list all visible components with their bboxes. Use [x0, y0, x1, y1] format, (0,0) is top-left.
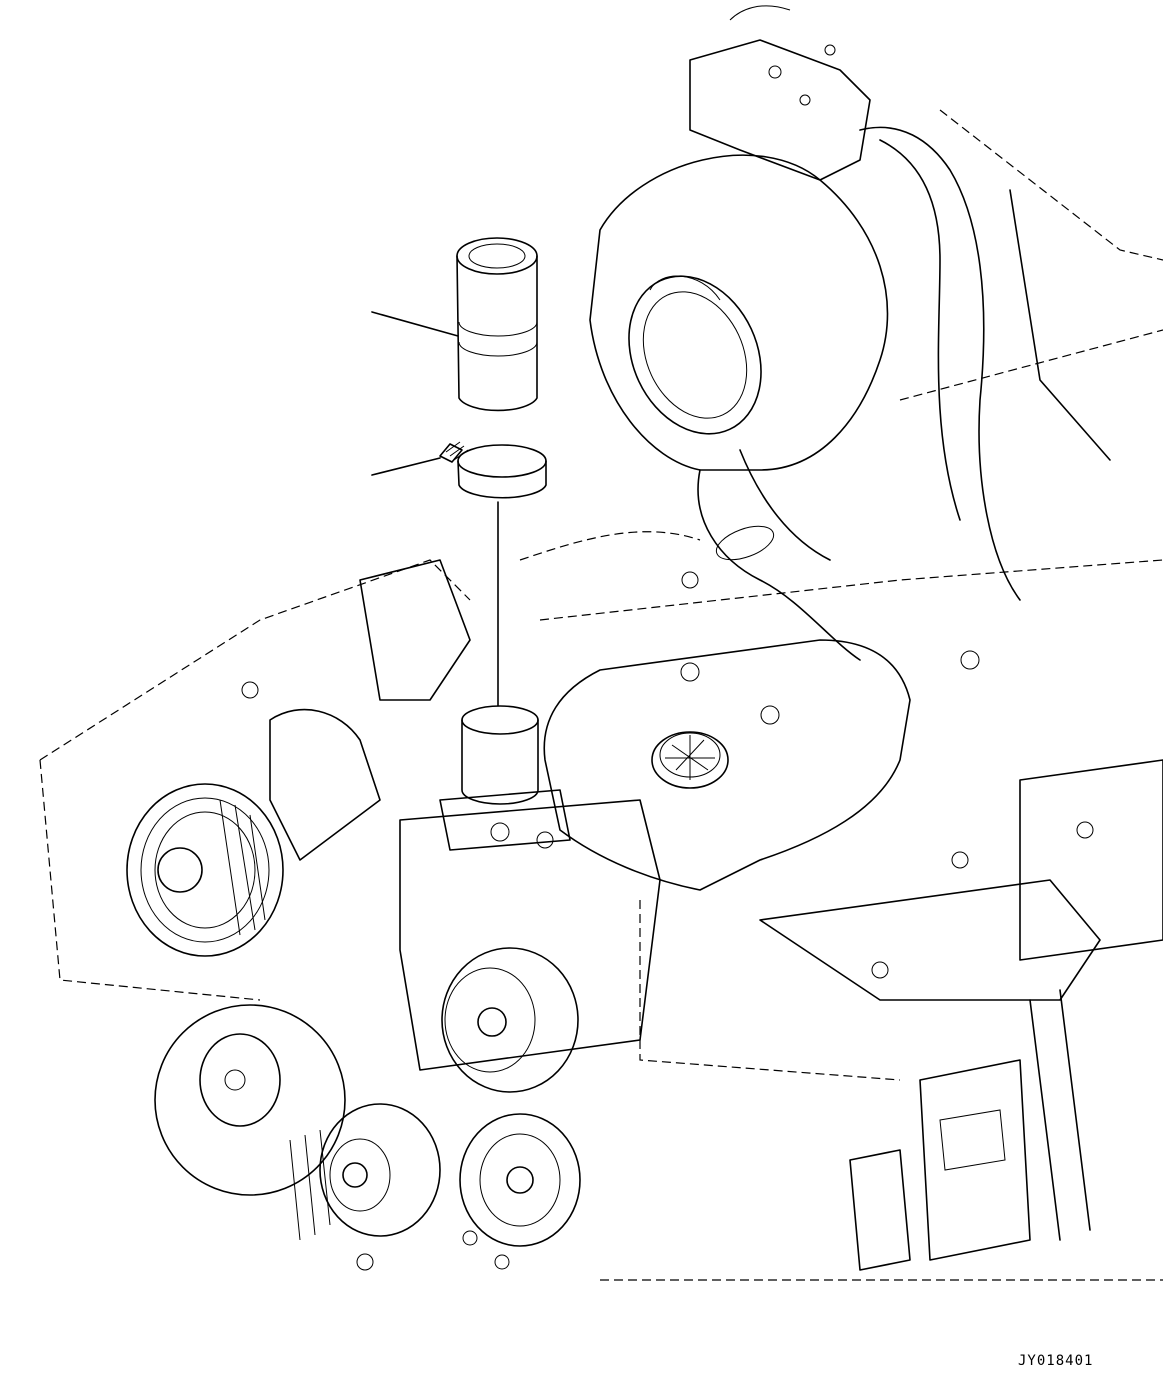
engine-assembly — [39, 5, 1163, 1281]
hose-icon — [456, 237, 538, 412]
oil-filler-cap — [651, 731, 729, 789]
crank-pulley — [126, 783, 284, 957]
callout-clamp — [371, 457, 441, 476]
thermostat-outlet — [439, 705, 571, 851]
idler-pulley-upper — [441, 947, 579, 1093]
alternator — [154, 1004, 346, 1241]
tensioner-pulley — [319, 1103, 441, 1237]
hose-clamp-icon — [439, 441, 547, 499]
turbocharger — [589, 154, 889, 661]
idler-pulley-lower — [459, 1113, 581, 1247]
callout-hose — [371, 311, 459, 337]
drawing-reference-code: JY018401 — [1018, 1353, 1094, 1369]
